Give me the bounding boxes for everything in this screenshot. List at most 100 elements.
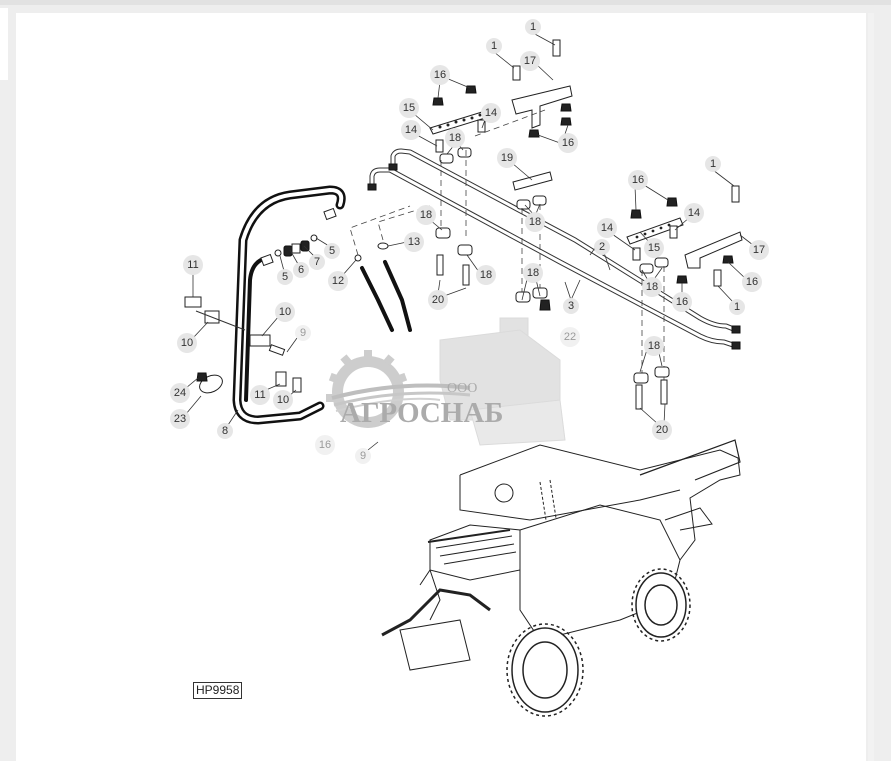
svg-text:24: 24 — [174, 387, 186, 399]
svg-text:9: 9 — [300, 327, 306, 339]
hose-8 — [232, 185, 346, 425]
svg-text:18: 18 — [449, 132, 461, 144]
svg-text:1: 1 — [491, 40, 497, 52]
callout-2: 2 — [594, 239, 610, 255]
svg-text:6: 6 — [298, 264, 304, 276]
svg-text:16: 16 — [319, 439, 331, 451]
callout-1: 1 — [705, 156, 721, 172]
svg-text:11: 11 — [254, 389, 265, 401]
callout-18: 18 — [523, 263, 543, 283]
callout-10: 10 — [275, 302, 295, 322]
callout-1: 1 — [486, 38, 502, 54]
svg-text:14: 14 — [485, 107, 497, 119]
svg-text:10: 10 — [181, 337, 193, 349]
callout-17: 17 — [520, 51, 540, 71]
svg-text:1: 1 — [734, 301, 740, 313]
svg-text:16: 16 — [632, 174, 644, 186]
svg-text:2: 2 — [599, 241, 605, 253]
svg-text:11: 11 — [187, 259, 198, 271]
svg-text:19: 19 — [501, 152, 513, 164]
svg-text:23: 23 — [174, 413, 186, 425]
callout-17: 17 — [749, 240, 769, 260]
callout-18: 18 — [644, 336, 664, 356]
svg-text:3: 3 — [568, 300, 574, 312]
figure-reference-code: HP9958 — [193, 682, 243, 699]
combine-harvester-illustration — [381, 439, 741, 671]
callout-15: 15 — [644, 238, 664, 258]
svg-text:17: 17 — [753, 244, 765, 256]
callout-5: 5 — [277, 269, 293, 285]
svg-text:16: 16 — [746, 276, 758, 288]
watermark-logo: ООО АГРОСНАБ — [326, 317, 566, 446]
svg-text:1: 1 — [710, 158, 716, 170]
callout-15: 15 — [399, 98, 419, 118]
callout-22: 22 — [560, 327, 580, 347]
clamp-group-right — [626, 185, 743, 410]
svg-text:18: 18 — [529, 216, 541, 228]
svg-text:14: 14 — [688, 207, 700, 219]
callout-8: 8 — [217, 423, 233, 439]
callout-10: 10 — [273, 390, 293, 410]
callout-9: 9 — [355, 448, 371, 464]
callout-1: 1 — [525, 19, 541, 35]
callout-14: 14 — [481, 103, 501, 123]
svg-text:22: 22 — [564, 331, 576, 343]
callout-3: 3 — [563, 298, 579, 314]
bracket-17-top — [474, 39, 573, 138]
callout-20: 20 — [652, 420, 672, 440]
callout-12: 12 — [328, 271, 348, 291]
browser-top-bar — [0, 0, 891, 5]
svg-text:13: 13 — [408, 236, 420, 248]
svg-text:5: 5 — [282, 271, 288, 283]
callout-5: 5 — [324, 243, 340, 259]
svg-text:14: 14 — [601, 222, 613, 234]
callout-18: 18 — [642, 277, 662, 297]
svg-text:20: 20 — [656, 424, 668, 436]
callout-18: 18 — [525, 212, 545, 232]
callout-20: 20 — [428, 290, 448, 310]
tube-assembly — [367, 148, 741, 350]
svg-text:10: 10 — [277, 394, 289, 406]
callout-10: 10 — [177, 333, 197, 353]
callout-14: 14 — [597, 218, 617, 238]
callout-16: 16 — [672, 292, 692, 312]
callout-16: 16 — [430, 65, 450, 85]
svg-text:12: 12 — [332, 275, 344, 287]
scrollbar-track[interactable] — [868, 13, 874, 761]
callout-18: 18 — [445, 128, 465, 148]
svg-text:18: 18 — [480, 269, 492, 281]
svg-text:16: 16 — [562, 137, 574, 149]
svg-text:18: 18 — [648, 340, 660, 352]
svg-text:10: 10 — [279, 306, 291, 318]
svg-text:17: 17 — [524, 55, 536, 67]
callout-7: 7 — [309, 254, 325, 270]
hoses-12-13 — [349, 205, 431, 332]
callout-14: 14 — [401, 120, 421, 140]
svg-text:7: 7 — [314, 256, 320, 268]
callout-6: 6 — [293, 262, 309, 278]
leader-lines — [185, 32, 754, 451]
callout-16: 16 — [558, 133, 578, 153]
callout-16: 16 — [315, 435, 335, 455]
svg-text:16: 16 — [676, 296, 688, 308]
callout-18: 18 — [416, 205, 436, 225]
watermark-prefix: ООО — [447, 381, 477, 396]
callout-16: 16 — [628, 170, 648, 190]
svg-text:9: 9 — [360, 450, 366, 462]
clamp-group-top-left — [429, 85, 499, 286]
clamp-group-19 — [512, 171, 553, 311]
svg-text:18: 18 — [527, 267, 539, 279]
callout-23: 23 — [170, 409, 190, 429]
callout-19: 19 — [497, 148, 517, 168]
callout-11: 11 — [250, 385, 270, 405]
left-brackets — [184, 296, 302, 394]
side-panel — [0, 8, 8, 80]
callout-24: 24 — [170, 383, 190, 403]
svg-text:15: 15 — [403, 102, 415, 114]
svg-text:18: 18 — [420, 209, 432, 221]
callout-16: 16 — [742, 272, 762, 292]
combine-wheels — [506, 568, 691, 717]
svg-text:8: 8 — [222, 425, 228, 437]
svg-text:20: 20 — [432, 294, 444, 306]
